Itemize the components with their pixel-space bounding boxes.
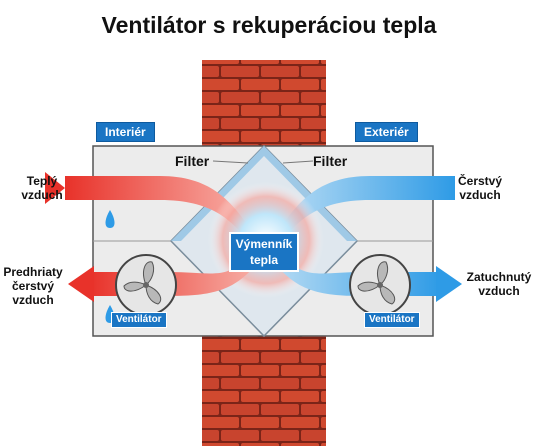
preheated-air-line-1: Predhriaty: [3, 265, 63, 279]
fan-right-label: Ventilátor: [364, 312, 420, 328]
warm-air-in-stream: [65, 176, 250, 244]
stale-air-line-2: vzduch: [478, 284, 520, 298]
heat-exchanger-text: Výmenník tepla: [235, 237, 293, 267]
filter-right-strip: [264, 146, 357, 241]
fresh-air-in-stream: [280, 176, 455, 244]
preheated-air-line-3: vzduch: [12, 293, 54, 307]
warm-air-in-arrowhead: [45, 172, 65, 204]
diagram-title: Ventilátor s rekuperáciou tepla: [101, 12, 437, 38]
stale-air-arrowhead: [436, 266, 462, 302]
water-drop-icon: [105, 210, 115, 228]
filter-left-label: Filter: [175, 153, 210, 169]
warm-air-label: Teplý vzduch: [12, 174, 72, 202]
heat-exchanger-label: Výmenník tepla: [229, 232, 299, 272]
fan-left-icon: [115, 254, 177, 316]
interior-tag: Interiér: [96, 122, 155, 142]
fan-right-icon: [349, 254, 411, 316]
filter-right-label: Filter: [313, 153, 348, 169]
fresh-air-label: Čerstvý vzduch: [440, 174, 520, 202]
fresh-air-line-1: Čerstvý: [457, 174, 503, 188]
fan-left-label: Ventilátor: [111, 312, 167, 328]
exterior-tag: Exteriér: [355, 122, 418, 142]
stale-air-label: Zatuchnutý vzduch: [460, 270, 538, 298]
stale-air-line-1: Zatuchnutý: [466, 270, 532, 284]
preheated-air-line-2: čerstvý: [11, 279, 55, 293]
preheated-air-label: Predhriaty čerstvý vzduch: [0, 265, 66, 307]
warm-air-line-1: Teplý: [26, 174, 58, 188]
warm-air-line-2: vzduch: [21, 188, 63, 202]
fresh-air-line-2: vzduch: [459, 188, 501, 202]
preheated-air-arrowhead: [68, 266, 94, 302]
filter-right-leader: [282, 160, 314, 164]
filter-left-leader: [212, 160, 249, 164]
